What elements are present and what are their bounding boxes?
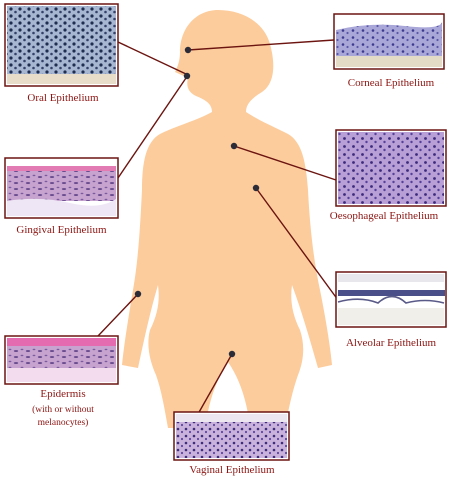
epidermis-image <box>4 335 119 385</box>
leader-lines <box>97 39 339 415</box>
point-markers <box>134 46 260 358</box>
label-epidermis: Epidermis <box>40 388 86 400</box>
label-oesophageal-epithelium: Oesophageal Epithelium <box>329 210 439 222</box>
body-silhouette <box>122 10 332 456</box>
label-alveolar-epithelium: Alveolar Epithelium <box>345 337 437 349</box>
corneal-epithelium-image <box>333 13 445 70</box>
label-epidermis-note-line-1: (with or without <box>32 405 94 415</box>
gingival-epithelium-image <box>4 157 119 219</box>
vaginal-epithelium-image <box>173 411 290 461</box>
label-oral-epithelium: Oral Epithelium <box>27 92 99 104</box>
label-vaginal-epithelium: Vaginal Epithelium <box>189 464 275 476</box>
oral-epithelium-image <box>4 3 119 87</box>
alveolar-epithelium-image <box>335 271 447 328</box>
label-gingival-epithelium: Gingival Epithelium <box>16 224 107 236</box>
oesophageal-epithelium-image <box>335 129 447 207</box>
label-corneal-epithelium: Corneal Epithelium <box>347 77 435 89</box>
label-epidermis-note-line-2: melanocytes) <box>37 418 89 428</box>
